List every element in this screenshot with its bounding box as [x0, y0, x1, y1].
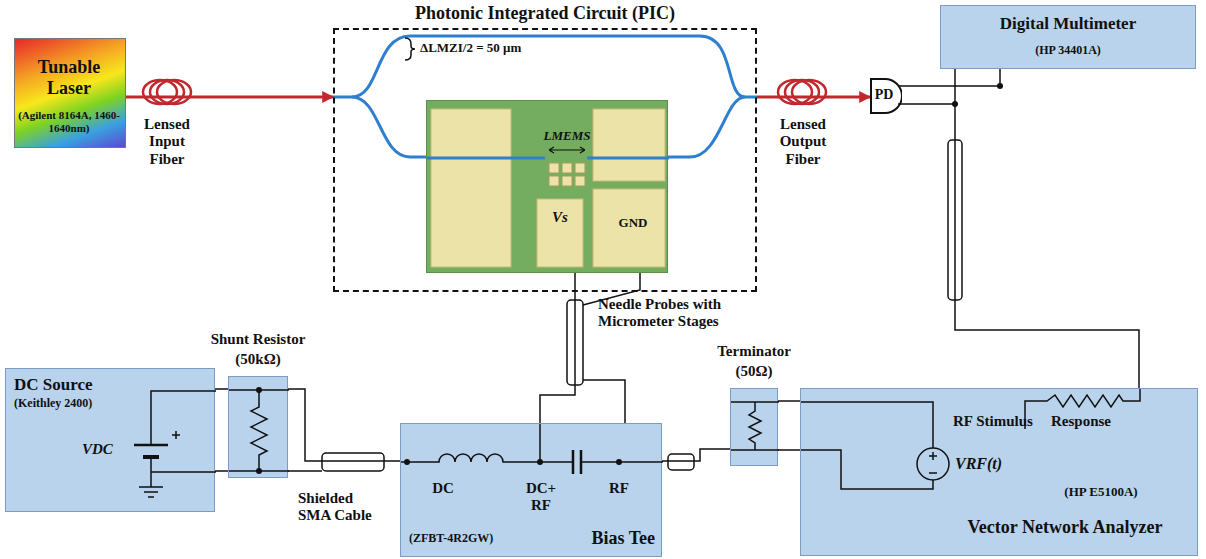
waveguide — [427, 157, 669, 160]
box-title: Vector Network Analyzer — [937, 517, 1193, 538]
region-title: Photonic Integrated Circuit (PIC) — [335, 3, 755, 24]
instrument-box: Digital Multimeter (HP 34401A) — [940, 5, 1196, 69]
signal-wire — [288, 389, 400, 461]
length-arrow — [549, 147, 585, 153]
instrument-box: DC Source (Keithley 2400) VDC — [5, 368, 215, 512]
junction-dot — [404, 459, 410, 465]
battery-plate — [143, 455, 159, 459]
port-name: DC+ RF — [516, 480, 566, 515]
fiber-coil — [157, 80, 191, 104]
box-title: DC Source — [14, 375, 134, 395]
laser-box: Tunable Laser (Agilent 8164A, 1460-1640nm… — [14, 38, 126, 148]
shunt-wire — [229, 390, 289, 471]
instrument-box: RF StimulusVRF(t) Response (HP E5100A) Vect… — [800, 388, 1198, 556]
dimension-label: ΔLMZI/2 = 50 μm — [420, 41, 560, 56]
photodiode-lead — [898, 86, 902, 104]
port-name: RF — [599, 480, 639, 497]
photodiode-outline — [871, 79, 902, 113]
resistor-symbol — [731, 389, 779, 467]
coax-shield — [322, 453, 384, 471]
signal-name: VRF(t) — [955, 455, 1035, 473]
fiber-coil — [792, 80, 826, 104]
ac-source-symbol — [917, 448, 949, 480]
box-title: Shunt Resistor — [197, 331, 319, 348]
mems-grid — [549, 163, 585, 186]
port-name: Response — [1051, 413, 1141, 430]
port-name: RF Stimulus — [953, 413, 1049, 430]
contact-pad — [593, 109, 665, 181]
signal-wire — [215, 388, 228, 390]
signal-wire — [540, 273, 575, 423]
box-title: Terminator — [690, 343, 818, 360]
model-label: (HP E5100A) — [1031, 485, 1171, 500]
signal-wire — [902, 104, 1139, 388]
resistor-box: Shunt Resistor(50kΩ) — [228, 376, 288, 478]
resistor-zigzag — [749, 402, 761, 450]
box-title: Tunable Laser — [17, 57, 121, 98]
terminator-box: Terminator(50Ω) — [730, 388, 778, 466]
cable-label: Needle Probes with Micrometer Stages — [598, 296, 778, 331]
device-label: PD — [870, 87, 898, 103]
pin-name: GND — [609, 216, 657, 231]
source-wire — [151, 391, 216, 487]
junction-dot — [256, 387, 262, 393]
contact-pad — [431, 109, 511, 267]
length-bracket — [405, 38, 415, 60]
ground-symbol — [139, 487, 163, 497]
bias-tee-box: DC DC+ RF RF (ZFBT-4R2GW)Bias Tee — [400, 423, 662, 557]
value-label: (50Ω) — [690, 363, 818, 380]
cable-label: Lensed Output Fiber — [770, 116, 836, 168]
signal-name: VDC — [82, 441, 128, 458]
model-label: (Keithley 2400) — [14, 397, 134, 411]
photodiode: PD — [870, 78, 902, 114]
terminator-wire — [731, 402, 779, 450]
optical-fiber — [126, 96, 333, 99]
mems-chip: LMEMS Vs GND — [426, 100, 668, 273]
model-label: (Agilent 8164A, 1460-1640nm) — [17, 109, 121, 134]
cable-label: Shielded SMA Cable — [298, 490, 378, 525]
pin-name: Vs — [545, 209, 575, 226]
junction-dot — [616, 459, 622, 465]
battery-plate — [134, 444, 168, 447]
ground-probe-wire — [583, 273, 640, 423]
coax-shield — [668, 454, 694, 470]
contact-pad — [593, 189, 665, 267]
signal-wire — [778, 400, 800, 402]
return-wire — [778, 449, 800, 451]
port-name: DC — [421, 480, 465, 497]
capacitor-symbol — [573, 450, 581, 474]
fiber-coil — [150, 80, 184, 104]
contact-pad — [537, 199, 583, 267]
box-title: Digital Multimeter — [945, 14, 1191, 34]
signal-wire — [662, 449, 730, 461]
model-label: (ZFBT-4R2GW) — [409, 532, 549, 546]
model-label: (HP 34401A) — [945, 44, 1191, 58]
cable-label: Lensed Input Fiber — [136, 116, 198, 168]
optical-fiber — [757, 96, 870, 99]
signal-wire — [902, 69, 1000, 86]
mems-chip-image — [427, 101, 669, 274]
stimulus-wire — [801, 402, 933, 489]
box-title: Bias Tee — [551, 528, 655, 549]
junction-dot — [256, 468, 262, 474]
inductor-wire — [401, 424, 663, 462]
dimension-label: LMEMS — [541, 129, 593, 144]
resistor-symbol — [229, 377, 289, 479]
pic-region: Photonic Integrated Circuit (PIC) LMEMSV… — [333, 28, 757, 292]
fiber-coil — [785, 80, 819, 104]
value-label: (50kΩ) — [197, 351, 319, 368]
mzi-upper-arm — [333, 36, 757, 97]
polarity-marks — [929, 452, 937, 473]
junction-dot — [537, 459, 543, 465]
resistor-zigzag — [251, 390, 267, 471]
plus-sign — [172, 431, 180, 439]
